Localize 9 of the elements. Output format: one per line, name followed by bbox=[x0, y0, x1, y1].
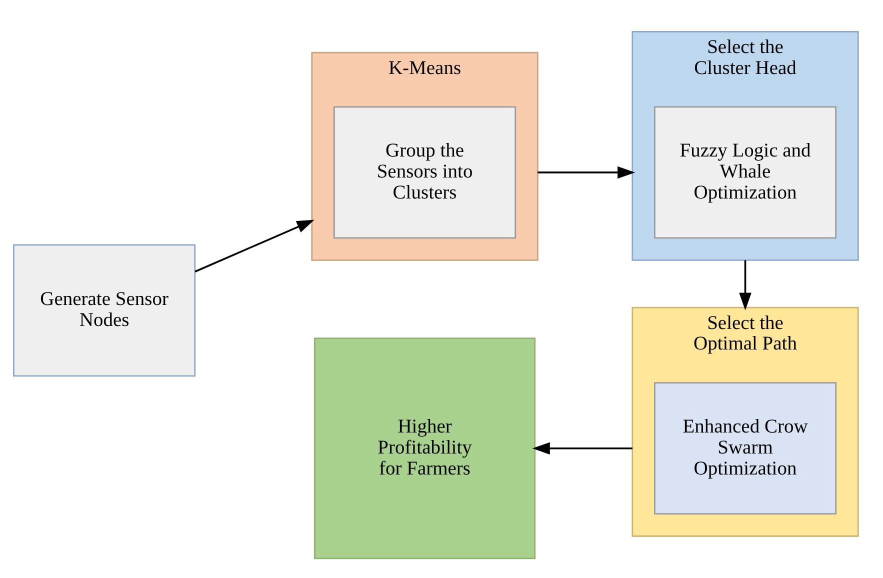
node-box: Generate Sensor Nodes bbox=[13, 244, 196, 376]
node-box: Higher Profitability for Farmers bbox=[314, 337, 536, 559]
arrow bbox=[194, 219, 314, 272]
arrow bbox=[538, 166, 636, 178]
arrow bbox=[739, 260, 752, 310]
node-box: Group the Sensors into Clusters bbox=[334, 106, 516, 238]
arrow bbox=[532, 442, 632, 454]
node-box: Fuzzy Logic and Whale Optimization bbox=[654, 106, 837, 238]
node-box: Enhanced Crow Swarm Optimization bbox=[654, 382, 837, 514]
